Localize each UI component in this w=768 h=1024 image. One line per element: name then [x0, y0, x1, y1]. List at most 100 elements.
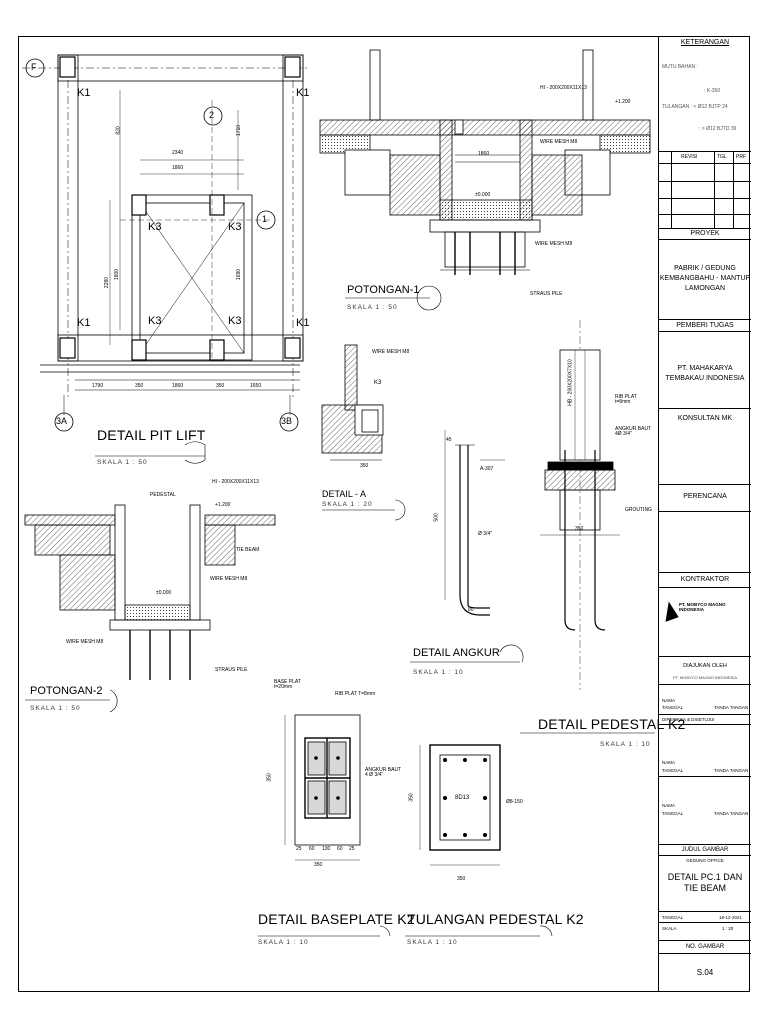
p2-elev-0: ±0.000	[156, 590, 172, 596]
detail-a-scale: SKALA 1 : 20	[322, 501, 373, 508]
dim-1860: 1860	[172, 165, 184, 171]
p2-tiebeam: TIE BEAM	[236, 547, 260, 553]
dim-1800: 1800	[114, 268, 121, 281]
tulangan-title: TULANGAN PEDESTAL K2	[407, 911, 584, 927]
p2-wf-note: HI - 200X200X11X13	[212, 479, 259, 485]
dim-1690: 1690	[236, 268, 243, 281]
tul-350: 350	[457, 876, 466, 882]
p2-strauss: STRAUS PILE	[215, 667, 248, 673]
ang-80: 80	[468, 607, 474, 613]
col-k1-br: K1	[296, 317, 310, 329]
tb-nama-2: NAMA	[662, 760, 676, 765]
angkur-scale: SKALA 1 : 10	[413, 669, 464, 676]
bp-dim-5: 25	[349, 846, 355, 852]
tb-proyek-name: PABRIK / GEDUNG KEMBANGBAHU - MANTUP LAM…	[659, 265, 751, 292]
potongan-2-scale: SKALA 1 : 50	[30, 705, 81, 712]
tb-pemberi-name: PT. MAHAKARYA TEMBAKAU INDONESIA	[665, 365, 745, 382]
tb-proyek: PROYEK	[690, 230, 720, 237]
ped-angkur: ANGKUR BAUT 4Ø 3/4"	[615, 426, 652, 437]
grid-label-3b: 3B	[281, 416, 293, 426]
detail-a-title: DETAIL - A	[322, 489, 367, 499]
bp-baseplat: BASE PLAT t=20mm	[274, 679, 301, 690]
p1-wiremesh-b: WIRE MESH M8	[535, 241, 573, 247]
tb-tanggal-3: TANGGAL	[662, 811, 684, 816]
grid-bubble-3b	[279, 412, 299, 432]
tb-ttd-1: TANDA TANGAN	[714, 705, 749, 710]
pit-lift-plan	[22, 54, 310, 415]
tb-ttd-2: TANDA TANGAN	[714, 768, 749, 773]
pit-lift-scale: SKALA 1 : 50	[97, 459, 148, 466]
tb-mutu: MUTU BAHAN :	[662, 64, 698, 70]
bp-350-v: 350	[266, 773, 273, 782]
col-k1-tr: K1	[296, 87, 310, 99]
ang-dia: Ø 3/4"	[478, 531, 493, 537]
col-k3-tr: K3	[228, 221, 242, 233]
grid-bubble-f	[25, 58, 45, 78]
grid-label-2: 2	[209, 110, 215, 120]
drawing-sheet	[18, 36, 750, 992]
detail-angkur	[410, 430, 524, 663]
pedestal-title: DETAIL PEDESTAL K2	[538, 716, 686, 732]
tb-prf: PRF	[736, 154, 746, 160]
tul-350-v: 350	[408, 793, 415, 802]
p1-elev-0: ±0.000	[475, 192, 491, 198]
p1-strauss: STRAUS PILE	[530, 291, 563, 297]
col-k3-br: K3	[228, 315, 242, 327]
tb-diperiksa: DIPERIKSA & DISETUJUI	[662, 717, 715, 722]
bp-dim-2: 60	[309, 846, 315, 852]
potongan-2-title: POTONGAN-2	[30, 685, 103, 697]
ped-hb: HB - 200X200X7X10	[567, 359, 574, 406]
tb-no-val: S.04	[696, 968, 714, 977]
kontraktor-logo-icon	[659, 600, 679, 622]
p1-elev-1200: +1.200	[615, 99, 631, 105]
tulangan-scale: SKALA 1 : 10	[407, 939, 458, 946]
tb-kontraktor: KONTRAKTOR	[680, 576, 730, 583]
bp-ribplat: RIB PLAT T=8mm	[335, 691, 376, 697]
ang-500: 500	[433, 513, 440, 522]
potongan-1-title: POTONGAN-1	[347, 284, 420, 296]
col-k1-tl: K1	[77, 87, 91, 99]
da-k3: K3	[374, 380, 382, 386]
dim-1860-b: 1860	[172, 383, 184, 389]
p2-pedestal: PEDESTAL	[150, 492, 176, 498]
tb-tanggal-1: TANGGAL	[662, 705, 684, 710]
tb-nama-1: NAMA	[662, 698, 676, 703]
baseplate-title: DETAIL BASEPLATE K2	[258, 911, 415, 927]
ped-grouting: GROUTING	[625, 507, 652, 513]
detail-baseplate-k2	[258, 714, 391, 937]
grid-label-3a: 3A	[56, 416, 68, 426]
dim-820: 820	[115, 126, 122, 135]
tulangan-pedestal-k2	[405, 744, 553, 937]
tb-tanggal-2: TANGGAL	[662, 768, 684, 773]
tb-diajukan-sub: PT. MOBYCO MAGNO INDONESIA	[672, 675, 737, 680]
ang-45: 45	[446, 437, 452, 443]
tb-skala-val: 1 : 20	[722, 926, 734, 931]
p1-wiremesh: WIRE MESH M8	[540, 139, 578, 145]
grid-bubble-3a	[54, 412, 74, 432]
tb-mutu-k: : K-350	[704, 88, 721, 94]
tb-revisi: REVISI	[681, 154, 698, 160]
p1-wf-note: HI - 200X200X11X13	[540, 85, 587, 91]
tb-pemberi: PEMBERI TUGAS	[676, 322, 734, 329]
tb-keterangan: KETERANGAN	[680, 39, 730, 46]
baseplate-scale: SKALA 1 : 10	[258, 939, 309, 946]
dim-350-b: 350	[216, 383, 225, 389]
da-350: 350	[360, 463, 369, 469]
tul-sengkang: Ø8-150	[506, 799, 523, 805]
col-k3-bl: K3	[148, 315, 162, 327]
tb-perencana: PERENCANA	[683, 493, 727, 500]
bp-350: 350	[314, 862, 323, 868]
tb-tul-24: TULANGAN : < Ø12 BJTP 24	[662, 104, 728, 110]
tb-judul: JUDUL GAMBAR	[681, 847, 729, 853]
detail-pedestal-k2	[520, 320, 655, 734]
ped-350: 350	[575, 526, 584, 532]
bp-dim-4: 60	[337, 846, 343, 852]
potongan-1-scale: SKALA 1 : 50	[347, 304, 398, 311]
tb-tanggal-val: 18-12-2021	[719, 915, 743, 920]
bp-dim-3: 130	[322, 846, 331, 852]
grid-bubble-2	[203, 106, 223, 126]
tb-nama-3: NAMA	[662, 803, 676, 808]
p2-wiremesh-b: WIRE MESH M8	[66, 639, 104, 645]
p2-elev-1200: +1.200	[215, 502, 231, 508]
